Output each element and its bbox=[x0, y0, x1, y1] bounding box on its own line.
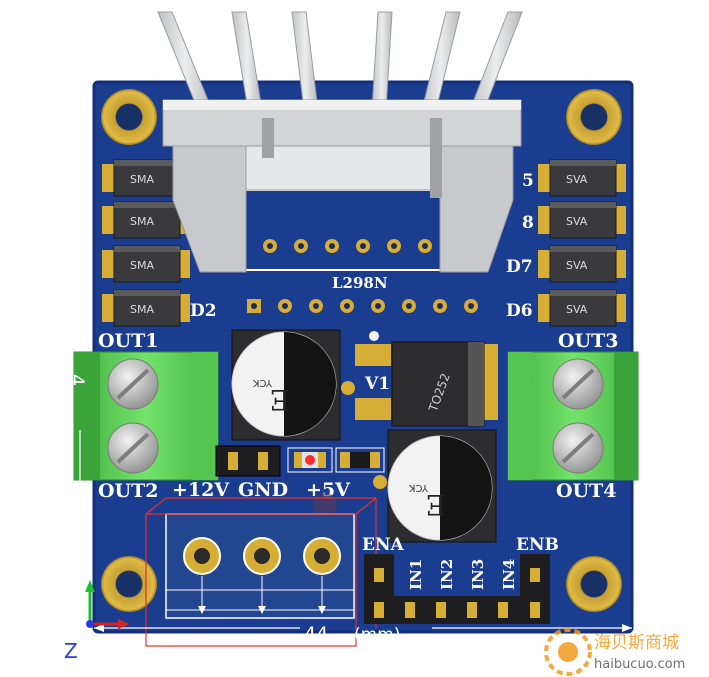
dimension-vertical-unit: (mm) bbox=[67, 282, 87, 328]
diode-ref-right-1: 5 bbox=[522, 171, 534, 191]
diode-ref-right-4: D6 bbox=[506, 301, 533, 321]
heatsink bbox=[157, 11, 523, 273]
axis-origin-icon bbox=[86, 620, 94, 628]
diode-left-4: SMA bbox=[102, 289, 190, 327]
regulator-ref: V1 bbox=[364, 374, 390, 394]
header-label-in4: IN4 bbox=[500, 559, 518, 590]
terminal-label-out3: OUT3 bbox=[558, 330, 618, 352]
diode-left-2-label: SMA bbox=[130, 215, 154, 228]
axis-z-label: Z bbox=[64, 639, 78, 663]
watermark: 海贝斯商城 haibucuo.com bbox=[544, 628, 685, 676]
diode-left-1-label: SMA bbox=[130, 173, 154, 186]
diode-right-3-label: SVA bbox=[566, 259, 588, 272]
diode-right-2: SVA 8 bbox=[522, 201, 626, 239]
diodes-right: SVA 5 SVA 8 SVA D7 SVA D6 bbox=[506, 159, 626, 327]
diode-right-4: SVA D6 bbox=[506, 289, 626, 327]
capacitor-1-brand: YCK bbox=[252, 377, 273, 388]
capacitor-1: YCK E bbox=[231, 329, 355, 441]
terminal-block-right bbox=[507, 351, 639, 481]
header-label-ena: ENA bbox=[362, 535, 404, 555]
capacitor-2-brand: YCK bbox=[408, 482, 429, 493]
gear-logo-icon bbox=[544, 628, 592, 676]
power-pin-3 bbox=[303, 537, 341, 614]
diode-left-3: SMA bbox=[102, 245, 190, 283]
power-pin-2 bbox=[243, 537, 281, 614]
header-label-in1: IN1 bbox=[407, 559, 425, 590]
diode-ref-right-3: D7 bbox=[506, 257, 533, 277]
diode-right-2-label: SVA bbox=[566, 215, 588, 228]
power-pin-1 bbox=[183, 537, 221, 614]
power-terminal-block bbox=[145, 497, 377, 647]
chip-label: L298N bbox=[332, 274, 388, 292]
power-label-12v: +12V bbox=[172, 479, 230, 501]
diode-right-1: SVA 5 bbox=[522, 159, 626, 197]
watermark-brand: 海贝斯商城 bbox=[594, 633, 679, 653]
capacitor-2-mark: E bbox=[426, 488, 446, 521]
terminal-label-out2: OUT2 bbox=[98, 480, 158, 502]
diode-right-1-label: SVA bbox=[566, 173, 588, 186]
power-jumper bbox=[215, 445, 281, 477]
diode-left-4-label: SMA bbox=[130, 303, 154, 316]
dimension-horizontal-value: 44 bbox=[304, 623, 328, 645]
dimension-vertical-value: 4 bbox=[66, 374, 88, 386]
axis-triad: Z bbox=[64, 580, 130, 663]
diode-ref-right-2: 8 bbox=[522, 213, 534, 233]
dimension-horizontal: 44 (mm) bbox=[94, 623, 632, 645]
dimension-horizontal-unit: (mm) bbox=[354, 625, 400, 645]
regulator-v1: TO252 V1 bbox=[355, 331, 498, 427]
diode-right-3: SVA D7 bbox=[506, 245, 626, 283]
mounting-hole-top-left bbox=[101, 89, 157, 145]
dimension-vertical: (mm) 4 bbox=[66, 82, 88, 620]
terminal-label-out1: OUT1 bbox=[98, 330, 158, 352]
power-label-gnd: GND bbox=[238, 479, 288, 501]
terminal-label-out4: OUT4 bbox=[556, 480, 616, 502]
control-pin-header: ENA IN1 IN2 IN3 IN4 ENB bbox=[362, 535, 559, 624]
diode-left-3-label: SMA bbox=[130, 259, 154, 272]
capacitor-1-mark: E bbox=[270, 383, 290, 416]
watermark-url: haibucuo.com bbox=[594, 657, 685, 672]
mounting-hole-bottom-right bbox=[566, 556, 622, 612]
terminal-block-left bbox=[73, 351, 219, 481]
mounting-hole-top-right bbox=[566, 89, 622, 145]
mounting-hole-bottom-left bbox=[101, 556, 157, 612]
diode-ref-left: D2 bbox=[190, 301, 217, 321]
status-led bbox=[287, 447, 385, 473]
header-label-in2: IN2 bbox=[438, 559, 456, 590]
power-label-5v: +5V bbox=[306, 479, 351, 501]
diode-right-4-label: SVA bbox=[566, 303, 588, 316]
capacitor-2: YCK E bbox=[373, 429, 497, 543]
header-label-in3: IN3 bbox=[469, 559, 487, 590]
header-label-enb: ENB bbox=[516, 535, 559, 555]
